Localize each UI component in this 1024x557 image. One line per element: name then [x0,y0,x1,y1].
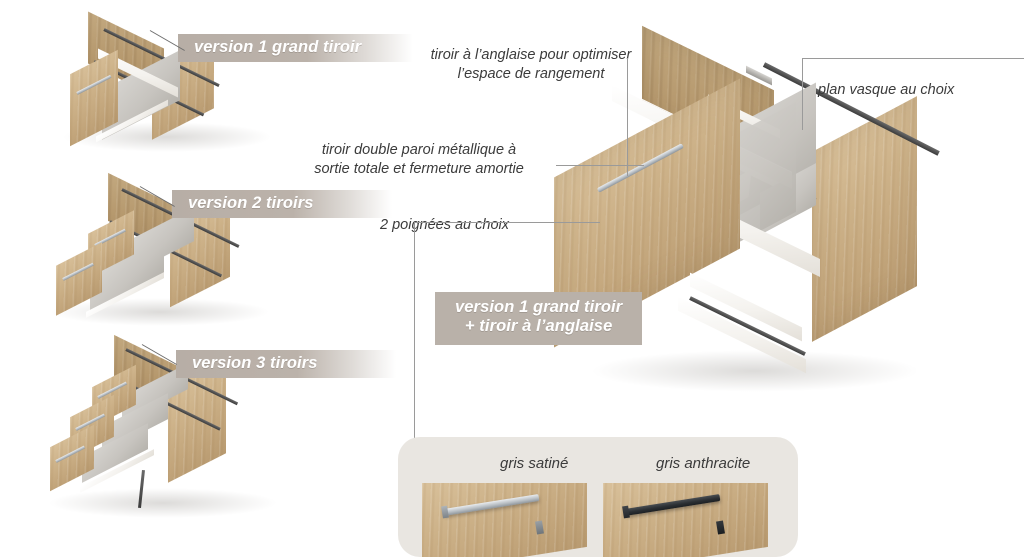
render-version-2 [42,172,312,326]
annotation-tiroir-anglaise-text: tiroir à l’anglaise pour optimiser l’esp… [430,47,632,83]
handle-options-card: gris satiné gris anthracite [398,437,798,557]
leader-line-poignees-horizontal [414,222,600,223]
ribbon-version-3-label: version 3 tiroirs [192,354,318,372]
annotation-double-paroi: tiroir double paroi métallique à sortie … [278,122,560,179]
render-version-3 [40,334,320,518]
ribbon-version-2: version 2 tiroirs [172,190,392,218]
leader-line-plan-vasque-vertical [802,58,803,130]
render-shadow [590,350,920,392]
render-main [554,25,980,392]
handle-option-gris-satine-label: gris satiné [500,455,569,472]
leader-line-poignees-vertical [414,222,415,440]
swatch-door-panel [603,483,768,557]
leader-line-tiroir-anglaise-vertical [627,58,628,176]
ribbon-version-2-label: version 2 tiroirs [188,194,314,212]
annotation-tiroir-anglaise: tiroir à l’anglaise pour optimiser l’esp… [396,27,666,84]
ribbon-version-1-label: version 1 grand tiroir [194,38,362,56]
ribbon-main-line2: + tiroir à l’anglaise [464,317,613,336]
render-version-1 [52,11,302,152]
swatch-door-panel [422,483,587,557]
handle-option-gris-anthracite-label: gris anthracite [656,455,751,472]
leader-line-double-paroi-horizontal [556,165,644,166]
drawer-front-3 [50,424,94,492]
annotation-double-paroi-text: tiroir double paroi métallique à sortie … [314,142,524,178]
ribbon-main-version: version 1 grand tiroir + tiroir à l’angl… [435,292,643,345]
ribbon-version-1: version 1 grand tiroir [178,34,413,62]
handle-swatch-gris-anthracite[interactable] [603,483,768,557]
annotation-deux-poignees-text: 2 poignées au choix [380,217,509,234]
render-shadow [48,488,278,518]
ribbon-main-line1: version 1 grand tiroir [455,298,623,316]
annotation-plan-vasque-text: plan vasque au choix [818,82,955,99]
annotation-deux-poignees: 2 poignées au choix [380,197,600,235]
leader-line-plan-vasque-horizontal [802,58,1024,59]
ribbon-version-3: version 3 tiroirs [176,350,396,378]
handle-swatch-gris-satine[interactable] [422,483,587,557]
annotation-plan-vasque: plan vasque au choix [818,62,1024,100]
render-shadow [50,298,270,326]
